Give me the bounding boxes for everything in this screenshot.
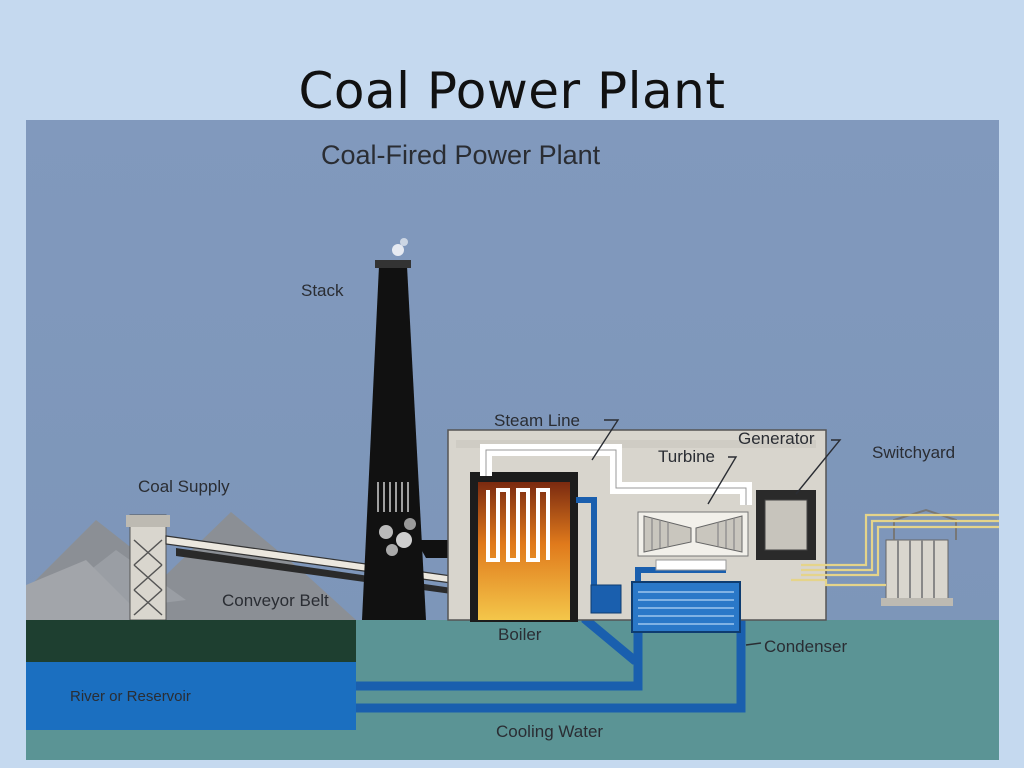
power-plant-diagram: Coal-Fired Power Plant: [26, 120, 999, 760]
label-coal-supply: Coal Supply: [138, 477, 230, 496]
condenser: [631, 581, 741, 633]
label-river: River or Reservoir: [70, 688, 191, 705]
ground-bank: [26, 620, 356, 662]
pump: [590, 584, 622, 614]
river: [26, 662, 356, 730]
label-switchyard: Switchyard: [872, 443, 955, 462]
label-stack: Stack: [301, 281, 344, 300]
label-condenser: Condenser: [764, 637, 848, 656]
label-cooling-water: Cooling Water: [496, 722, 603, 741]
boiler: [470, 472, 578, 622]
label-boiler: Boiler: [498, 625, 542, 644]
label-pointers: [591, 419, 842, 646]
steam-line-outline: [485, 449, 747, 505]
label-conveyor-belt: Conveyor Belt: [222, 591, 329, 610]
turbine: [637, 511, 749, 571]
coal-silo: [126, 514, 170, 621]
diagram-title: Coal-Fired Power Plant: [321, 140, 601, 170]
label-steam-line: Steam Line: [494, 411, 580, 430]
label-generator: Generator: [738, 429, 815, 448]
switchyard: [791, 508, 999, 606]
generator: [756, 490, 816, 560]
label-turbine: Turbine: [658, 447, 715, 466]
slide-title: Coal Power Plant: [298, 62, 726, 120]
